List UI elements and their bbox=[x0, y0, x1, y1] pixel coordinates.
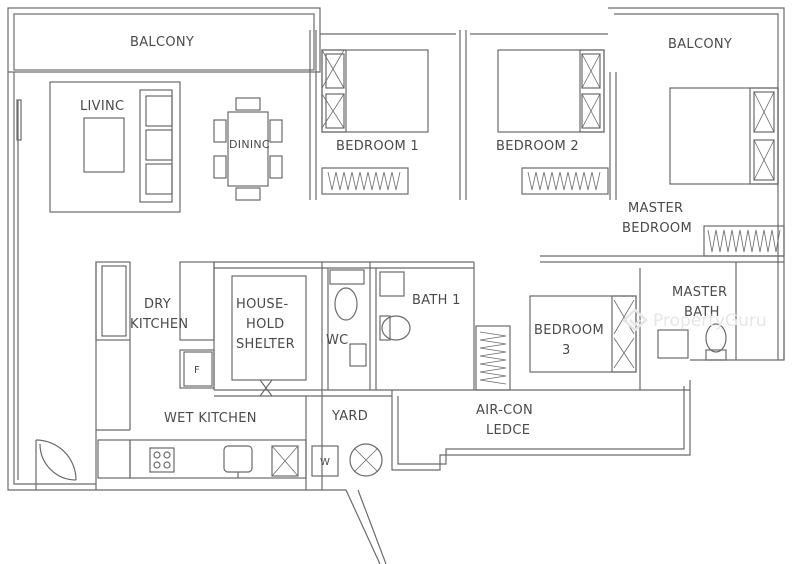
bath1-fixtures-icon bbox=[379, 271, 411, 341]
household-shelter-box bbox=[231, 275, 307, 397]
room-label-aircon-2: LEDCE bbox=[486, 423, 531, 438]
room-label-bath1: BATH 1 bbox=[412, 293, 461, 308]
fridge-label: F bbox=[194, 365, 201, 376]
room-label-bedroom1: BEDROOM 1 bbox=[336, 139, 419, 154]
room-label-household-2: HOLD bbox=[246, 317, 285, 332]
room-label-master-bath-1: MASTER bbox=[672, 285, 728, 300]
kitchen-counter bbox=[95, 261, 307, 479]
watermark: PropertyGuru bbox=[622, 308, 767, 334]
room-label-bedroom3-2: 3 bbox=[562, 343, 571, 358]
entrance-door-icon bbox=[35, 439, 77, 490]
room-label-master-bedroom-2: BEDROOM bbox=[622, 221, 692, 236]
room-label-balcony-right: BALCONY bbox=[668, 37, 733, 52]
room-label-dining: DININC bbox=[229, 138, 270, 151]
fridge-icon bbox=[183, 351, 213, 387]
sofa-icon bbox=[49, 81, 181, 213]
floor-trap-icon bbox=[349, 443, 383, 477]
room-label-wc: WC bbox=[326, 333, 349, 348]
wardrobe-icons bbox=[321, 167, 785, 391]
sink-icon bbox=[223, 445, 253, 478]
washer-icon bbox=[311, 445, 339, 477]
bed-icon-master bbox=[669, 87, 779, 185]
dining-table-icon bbox=[213, 97, 283, 201]
room-label-master-bedroom-1: MASTER bbox=[628, 201, 684, 216]
room-label-household-3: SHELTER bbox=[236, 337, 295, 352]
wc-toilet-icon bbox=[329, 269, 367, 367]
room-label-master-bath-2: BATH bbox=[684, 305, 720, 320]
room-label-bedroom3-1: BEDROOM bbox=[534, 323, 604, 338]
room-label-household-1: HOUSE- bbox=[236, 297, 289, 312]
room-label-bedroom2: BEDROOM 2 bbox=[496, 139, 579, 154]
window-left bbox=[16, 99, 22, 480]
hob-icon bbox=[149, 447, 175, 473]
cabinet-x-icon bbox=[271, 445, 299, 477]
room-label-wet-kitchen: WET KITCHEN bbox=[164, 411, 257, 426]
washer-label: W bbox=[320, 457, 331, 468]
room-label-dry-kitchen-2: KITCHEN bbox=[130, 317, 189, 332]
propertyguru-logo-icon bbox=[622, 308, 648, 332]
watermark-text: PropertyGuru bbox=[653, 311, 767, 331]
bed-icon-bedroom1 bbox=[321, 49, 429, 133]
room-label-aircon-1: AIR-CON bbox=[476, 403, 534, 418]
room-label-dry-kitchen-1: DRY bbox=[144, 297, 172, 312]
room-label-balcony-left: BALCONY bbox=[130, 35, 195, 50]
bed-icon-bedroom3 bbox=[529, 295, 637, 373]
master-bath-fixtures-icon bbox=[657, 323, 727, 361]
room-label-yard: YARD bbox=[332, 409, 369, 424]
room-label-living: LIVINC bbox=[80, 99, 125, 114]
bed-icon-bedroom2 bbox=[497, 49, 605, 133]
exterior-walls bbox=[7, 7, 785, 564]
